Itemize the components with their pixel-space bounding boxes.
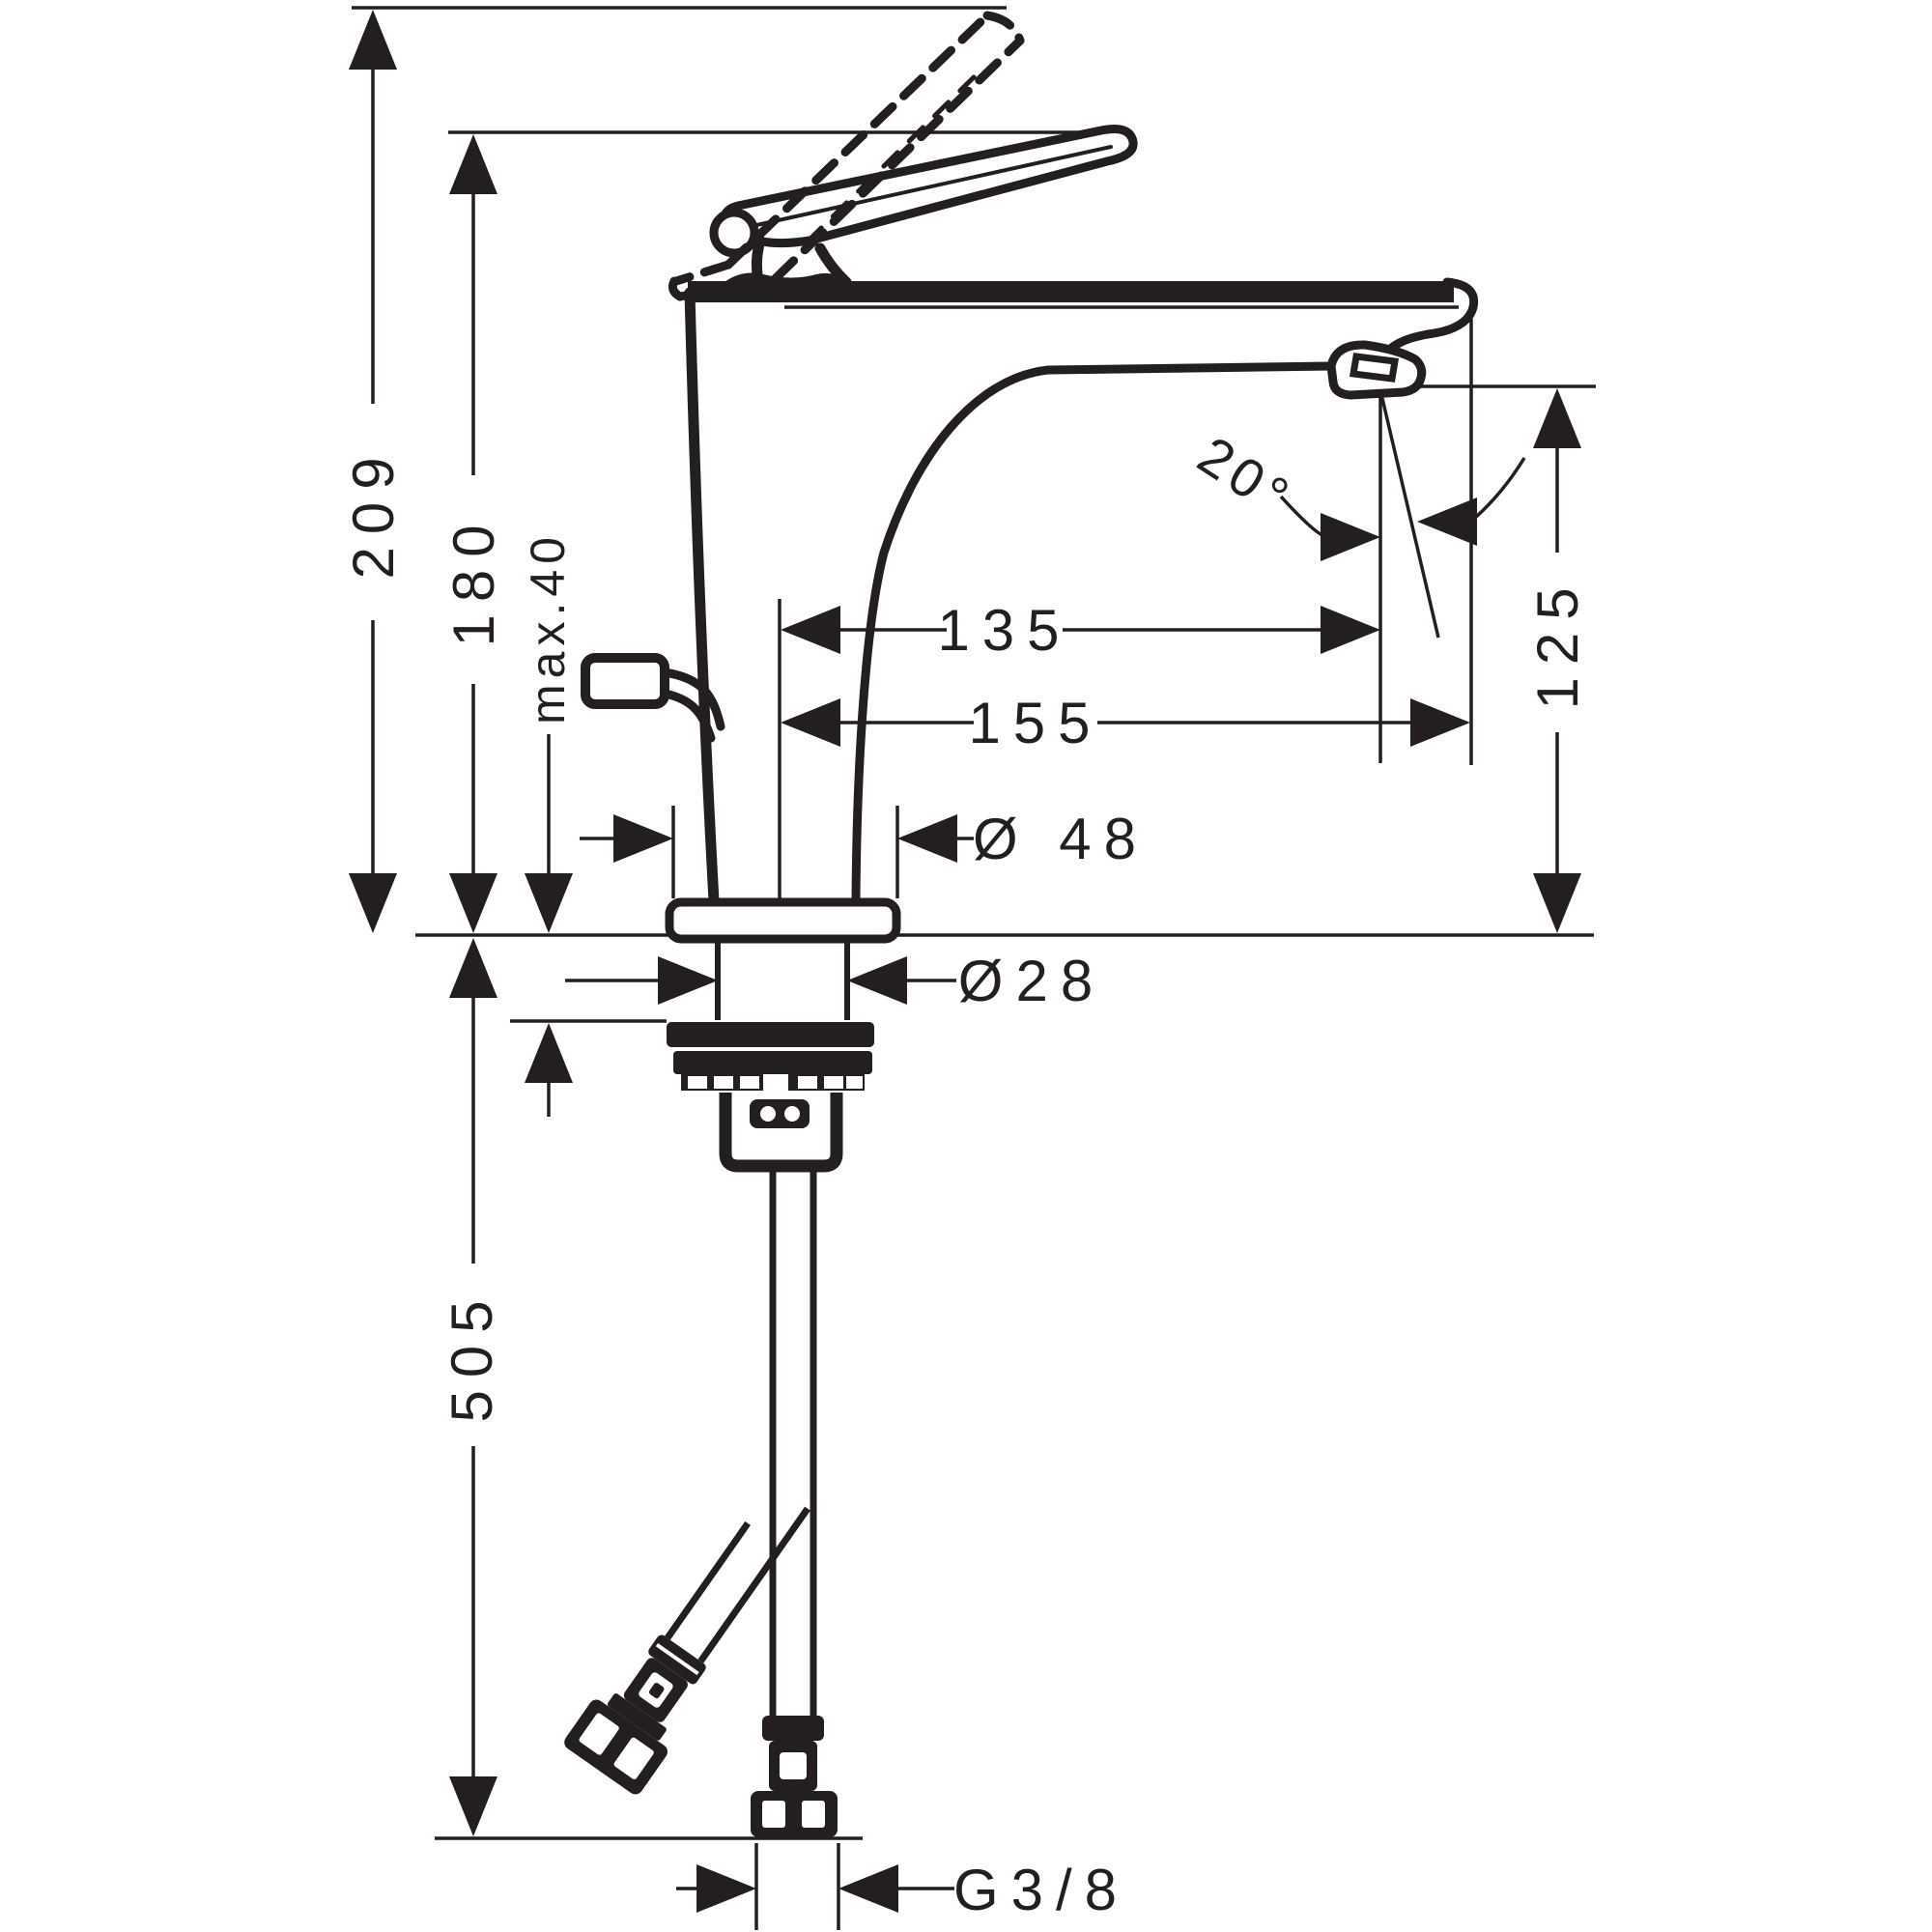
hose-v-nut-slot-2: [802, 1801, 825, 1828]
dim-g38-arrow-right: [838, 1864, 898, 1913]
hose-v-nut-slot-1: [762, 1801, 785, 1828]
dashed-handle-end-1: [671, 260, 733, 286]
dimension-max-thickness: max.40: [521, 531, 575, 1117]
aerator-outlet: [1349, 353, 1400, 383]
dimension-thread-size: G3/8: [676, 1858, 1129, 1922]
spray-angle-line: [1378, 389, 1440, 639]
popup-stem-bottom: [660, 689, 716, 743]
hose-v-connector-window: [780, 1752, 807, 1779]
dimension-base-diameter: Ø 48: [580, 807, 1149, 871]
dim-max40-arrow-up: [525, 1023, 573, 1083]
dim-28-arrow-right: [847, 956, 907, 1005]
dim-125-arrow-down: [1533, 873, 1581, 933]
dim-209-label: 209: [341, 444, 406, 579]
body-right-edge-underside: [851, 361, 1336, 906]
angle-arrow-left: [1321, 513, 1380, 561]
faucet-body: [665, 277, 1479, 944]
dim-125-label: 125: [1525, 575, 1590, 709]
dim-angle-label: 20°: [1187, 424, 1303, 529]
handle-dashed-raised: [668, 11, 1025, 301]
hose-v-collar: [762, 1716, 824, 1741]
dim-g38-arrow-left: [696, 1864, 756, 1913]
hose-d-right-edge: [697, 1506, 810, 1663]
dim-135-arrow-right: [1321, 606, 1380, 654]
ribbed-band-slots: [688, 1074, 863, 1091]
dim-g38-label: G3/8: [953, 1858, 1129, 1922]
angle-leader-right: [1473, 457, 1526, 520]
dim-125-arrow-up: [1533, 388, 1581, 448]
handle-solid: [709, 125, 1138, 288]
dimension-handle-height: 180: [441, 134, 506, 933]
dim-135-arrow-left: [781, 606, 840, 654]
dimension-spout-reach: 135: [781, 598, 1380, 663]
dimension-outlet-height: 125: [1525, 388, 1590, 933]
dim-209-arrow-up: [349, 10, 397, 70]
angle-arrow-right: [1417, 497, 1477, 546]
dimension-overall-reach: 155: [781, 691, 1470, 755]
dim-48-label: Ø 48: [973, 807, 1149, 871]
body-left-edge: [684, 287, 720, 907]
dim-max40-arrow-down: [525, 873, 573, 933]
hose-d-nut-slot-2: [613, 1737, 654, 1779]
angle-leader-left: [1279, 495, 1323, 537]
mounting-bracket: [719, 1093, 843, 1173]
mounting-washer-band: [673, 1051, 872, 1074]
hose-d-collar-stripe: [655, 1643, 699, 1676]
dim-180-label: 180: [441, 512, 506, 646]
dim-28-label: Ø28: [958, 949, 1105, 1013]
handle-base-fill: [720, 272, 854, 286]
dim-48-arrow-right: [897, 814, 957, 863]
mounting-nut-band: [667, 1022, 874, 1047]
hose-d-left-edge: [665, 1520, 751, 1640]
dashed-handle-tip: [982, 11, 1025, 45]
fixing-nut: [750, 1099, 810, 1128]
dimension-shank-diameter: Ø28: [565, 949, 1105, 1013]
popup-knob: [581, 653, 669, 709]
deck-bar: [688, 281, 1454, 302]
dashed-handle-edge-2: [771, 36, 1025, 283]
popup-stem-top: [660, 668, 725, 731]
dimension-spray-angle: 20°: [1187, 424, 1526, 561]
dim-505-arrow-up: [449, 938, 497, 998]
dim-155-arrow-right: [1410, 698, 1470, 747]
base-flange: [665, 897, 901, 944]
dashed-handle-end-3: [675, 282, 737, 301]
hose-diagonal: [564, 1506, 810, 1795]
dim-505-label: 505: [440, 1288, 504, 1422]
fixing-nut-hole-2: [784, 1106, 800, 1122]
popup-rod: [581, 653, 725, 743]
deck-right-cap: [1378, 277, 1479, 361]
supply-hoses: [564, 1166, 838, 1837]
dashed-handle-inner: [805, 72, 979, 244]
dimension-hose-drop: 505: [440, 938, 504, 1836]
handle-inner-line: [737, 145, 1113, 231]
dim-135-label: 135: [937, 598, 1071, 663]
hose-d-connector-pin: [648, 1683, 665, 1699]
dim-max40-label: max.40: [521, 531, 575, 724]
dim-28-arrow-left: [658, 956, 718, 1005]
reference-lines: [352, 6, 1596, 1930]
fixing-nut-hole-1: [760, 1106, 776, 1122]
dimension-overall-height: 209: [341, 10, 406, 933]
dim-180-arrow-up: [449, 134, 497, 194]
dim-155-arrow-left: [781, 698, 840, 747]
dim-505-arrow-down: [449, 1776, 497, 1836]
dim-209-arrow-down: [349, 873, 397, 933]
dim-180-arrow-down: [449, 873, 497, 933]
dim-48-arrow-left: [613, 814, 673, 863]
dim-155-label: 155: [968, 691, 1102, 755]
hose-d-nut-slot-1: [579, 1713, 619, 1755]
mounting-assembly: [667, 939, 874, 1173]
hose-d-spacer: [607, 1693, 667, 1741]
dashed-handle-edge-1: [724, 11, 992, 270]
